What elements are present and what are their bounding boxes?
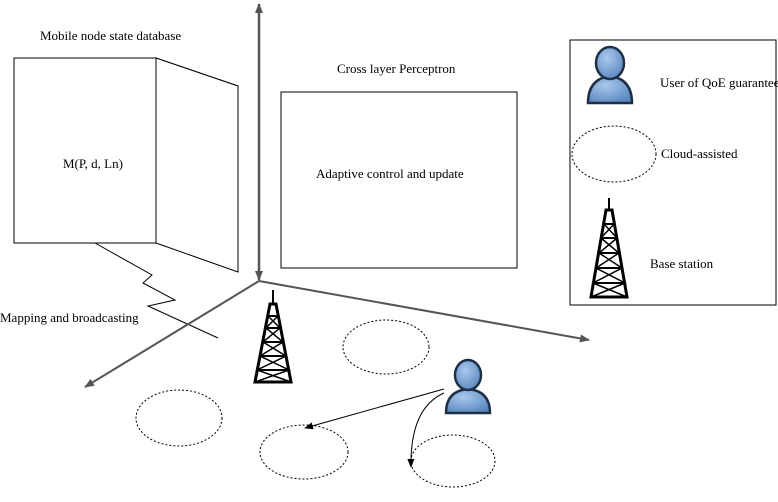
legend-label-user: User of QoE guarantee [660, 75, 778, 90]
database-formula: M(P, d, Ln) [63, 156, 123, 171]
user-to-cloud-arrow [407, 392, 445, 468]
broadcast-arrow-left [84, 280, 260, 388]
broadcast-arrow-right [258, 280, 590, 343]
cloud-icon [259, 424, 349, 480]
cloud-icon [135, 389, 223, 447]
user-to-cloud-arrow [304, 388, 445, 430]
cloud-icon [571, 125, 657, 183]
broadcast-arrows [84, 3, 590, 388]
state-database-cube [13, 57, 239, 273]
lightning-link [94, 242, 219, 339]
perceptron-box [280, 91, 518, 269]
cloud-icon [342, 319, 430, 375]
legend-label-cloud: Cloud-assisted [661, 146, 738, 161]
legend: User of QoE guarantee Cloud-assisted Bas… [569, 39, 778, 306]
legend-label-base-station: Base station [650, 256, 714, 271]
database-title: Mobile node state database [40, 28, 181, 43]
user-icon [444, 358, 492, 415]
mapping-label: Mapping and broadcasting [0, 310, 139, 325]
base-station-tower-icon [253, 290, 293, 384]
perceptron-title: Cross layer Perceptron [337, 61, 456, 76]
perceptron-label: Adaptive control and update [316, 166, 464, 181]
user-icon [586, 45, 634, 105]
cloud-icon [410, 434, 496, 488]
base-station-tower-icon [589, 198, 629, 299]
